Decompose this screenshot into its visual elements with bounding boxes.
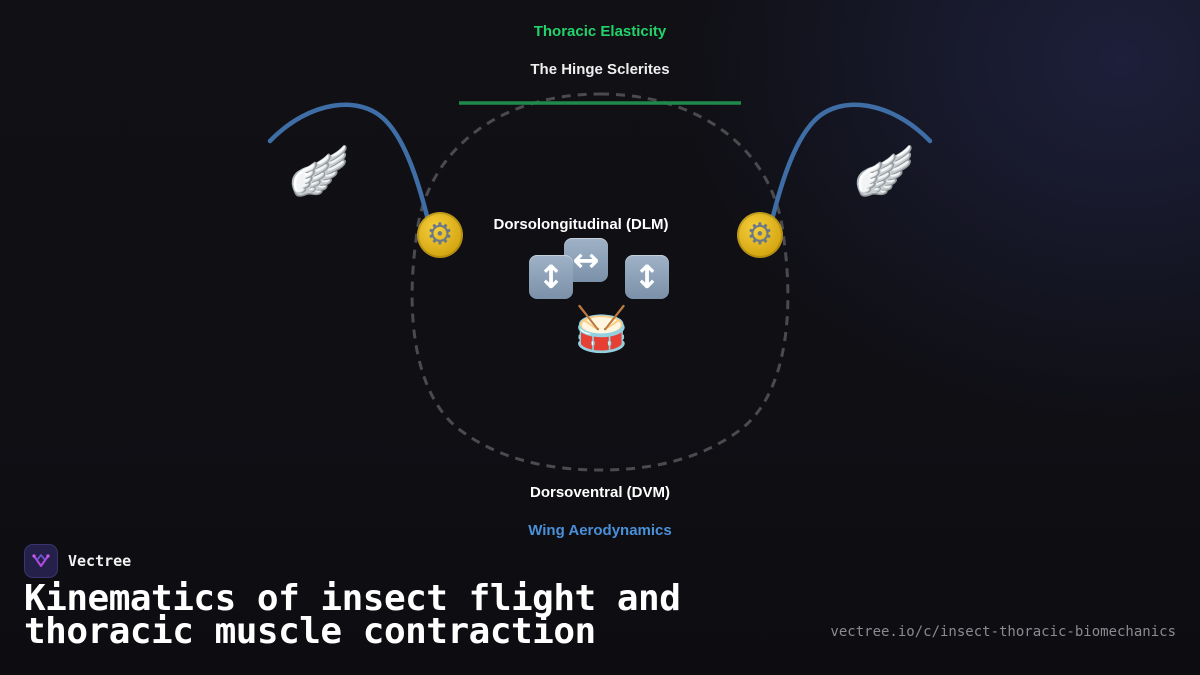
page-title: Kinematics of insect flight and thoracic… bbox=[24, 578, 681, 652]
thoracic-elasticity-label: Thoracic Elasticity bbox=[533, 23, 667, 40]
gear-icon-left: ⚙ bbox=[417, 212, 463, 258]
gear-icon-right: ⚙ bbox=[737, 212, 783, 258]
brand-name: Vectree bbox=[68, 552, 132, 570]
vectree-logo-icon bbox=[24, 544, 58, 578]
source-url[interactable]: vectree.io/c/insect-thoracic-biomechanic… bbox=[830, 624, 1176, 640]
drum-icon: 🥁 bbox=[574, 304, 629, 355]
up-down-arrow-icon-right: ↕ bbox=[625, 255, 669, 299]
brand: Vectree bbox=[24, 544, 131, 578]
right-wing-arc bbox=[769, 102, 933, 223]
dlm-label: Dorsolongitudinal (DLM) bbox=[493, 216, 669, 233]
wing-icon-right: 🪽 bbox=[853, 142, 916, 200]
left-wing-arc bbox=[267, 102, 431, 223]
wing-icon-left: 🪽 bbox=[288, 142, 351, 200]
dvm-label: Dorsoventral (DVM) bbox=[529, 484, 671, 501]
vectree-logo-mark bbox=[32, 554, 50, 567]
up-down-arrow-icon-left: ↕ bbox=[529, 255, 573, 299]
thorax-outline bbox=[410, 92, 790, 472]
wing-aerodynamics-label: Wing Aerodynamics bbox=[528, 522, 672, 539]
hinge-sclerites-label: The Hinge Sclerites bbox=[530, 61, 670, 78]
